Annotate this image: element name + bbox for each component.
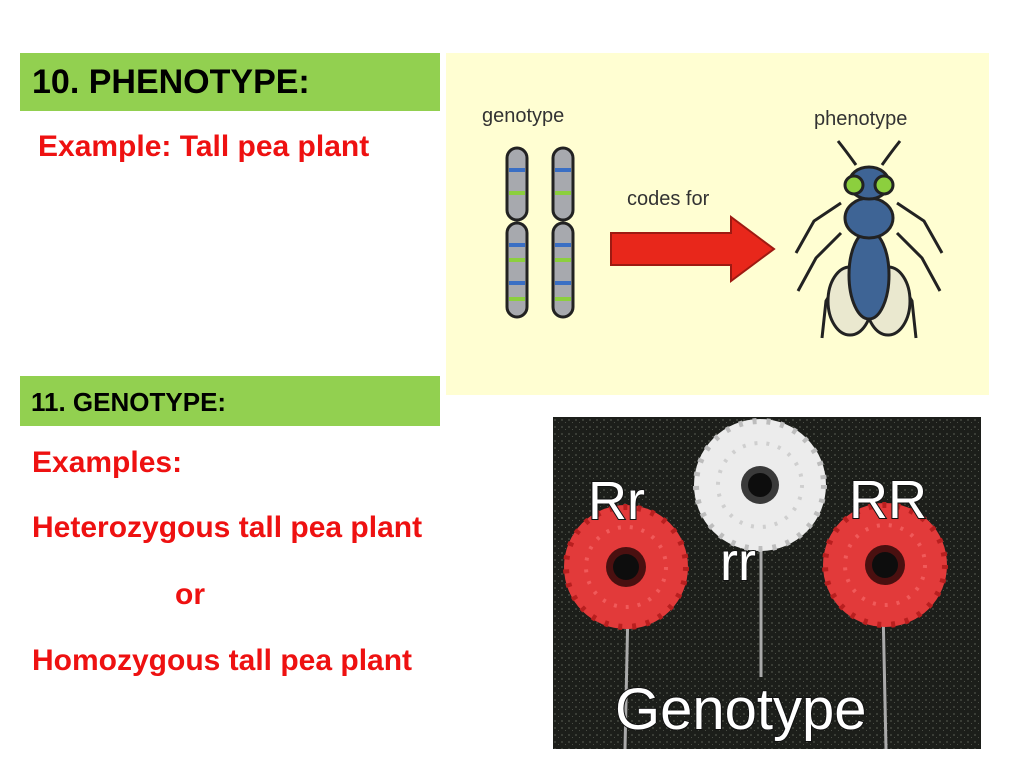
diagram-genotype-label: genotype <box>482 105 564 127</box>
phenotype-heading: 10. PHENOTYPE: <box>20 53 440 111</box>
diagram-phenotype-label: phenotype <box>814 108 907 130</box>
genotype-phenotype-diagram: genotype phenotype codes for <box>446 53 989 395</box>
white-flower-icon <box>693 418 827 552</box>
stem <box>623 606 630 749</box>
codes-for-arrow-icon <box>610 215 776 283</box>
genotype-or-text: or <box>175 578 205 611</box>
diagram-svg: genotype phenotype codes for <box>482 105 944 339</box>
fly-icon <box>794 140 944 339</box>
flower-svg: Rr rr RR Genotype <box>553 417 981 749</box>
genotype-example-heterozygous: Heterozygous tall pea plant <box>32 511 423 544</box>
genotype-heading: 11. GENOTYPE: <box>20 376 440 426</box>
red-flower-icon <box>822 502 948 628</box>
chromosome-icon <box>505 146 529 319</box>
flower-label-dominant: RR <box>849 470 927 530</box>
flower-label-recessive: rr <box>720 532 756 592</box>
chromosome-icon <box>551 146 575 319</box>
genotype-example-homozygous: Homozygous tall pea plant <box>32 644 413 677</box>
red-flower-icon <box>563 504 689 630</box>
flower-label-heterozygous: Rr <box>588 471 645 531</box>
diagram-codes-for-label: codes for <box>627 188 710 210</box>
stem <box>881 606 888 749</box>
flower-caption: Genotype <box>615 677 867 742</box>
genotype-examples-label: Examples: <box>32 446 183 479</box>
genotype-flower-image: Rr rr RR Genotype <box>553 417 981 749</box>
phenotype-example: Example: Tall pea plant <box>38 130 370 163</box>
